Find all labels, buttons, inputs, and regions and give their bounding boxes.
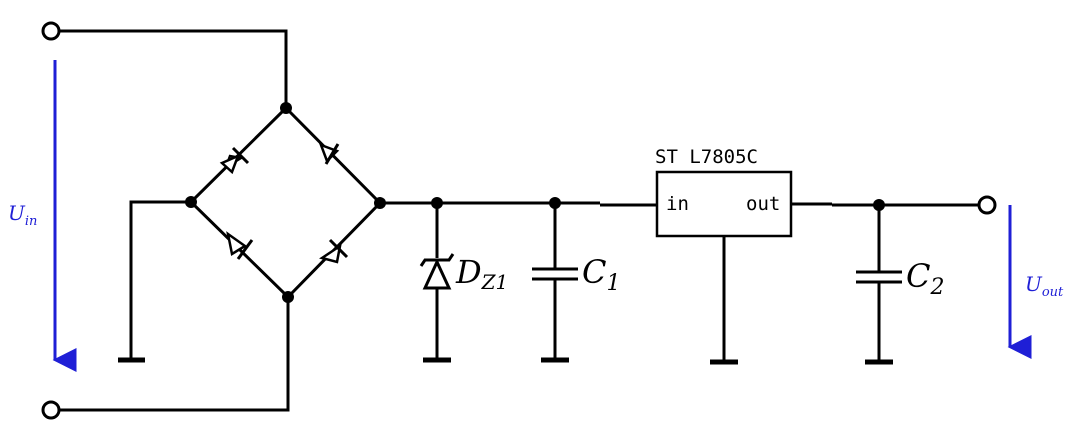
c1-label: C1 (582, 253, 620, 296)
capacitor-c2 (856, 205, 902, 365)
output-terminal (977, 195, 997, 215)
zener-label: DZ1 (455, 253, 508, 294)
input-voltage-label: Uin (8, 201, 37, 229)
input-wiring (41, 21, 290, 420)
regulator-pin-out: out (746, 193, 780, 215)
bridge-diode-top-left (219, 146, 250, 175)
output-voltage-label: Uout (1025, 272, 1064, 300)
bridge-diode-bottom-left (226, 231, 254, 260)
output-wiring (791, 195, 997, 215)
c2-label: C2 (906, 257, 944, 300)
capacitor-c1 (532, 203, 578, 363)
bridge-diode-top-right (318, 142, 340, 165)
regulator-title: ST L7805C (655, 146, 758, 168)
bridge-diode-bottom-right (319, 238, 349, 264)
input-terminal-bottom (41, 400, 61, 420)
regulator-pin-in: in (666, 193, 689, 215)
input-terminal-top (41, 21, 61, 41)
zener-diode (419, 203, 455, 363)
bridge-rectifier (118, 102, 386, 363)
main-bus (380, 197, 657, 209)
